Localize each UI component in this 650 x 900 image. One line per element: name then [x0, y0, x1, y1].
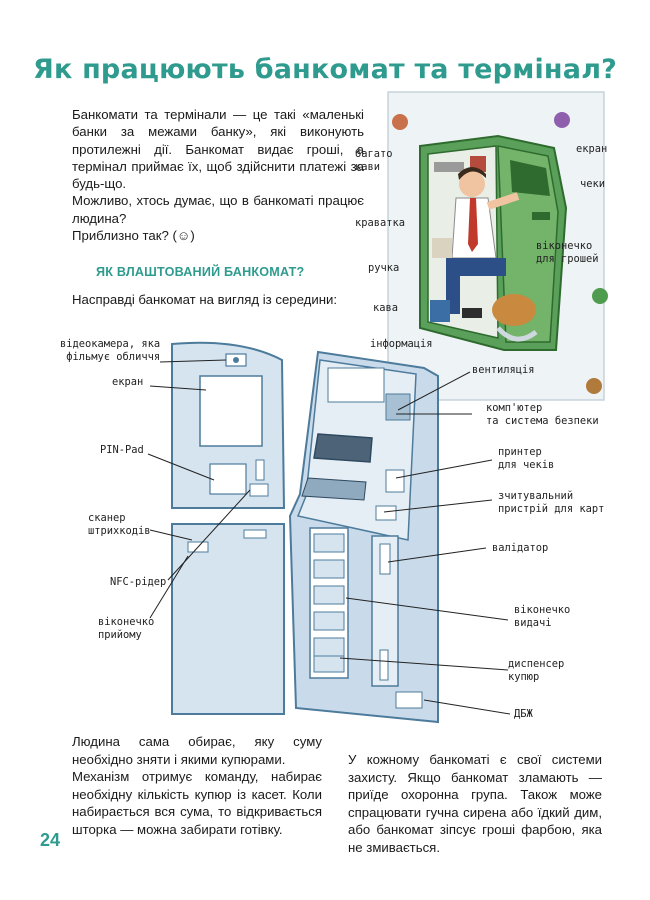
bottom-left-paragraph-2: Механізм отримує команду, набирає необхі… [72, 769, 322, 837]
intro-paragraph-1: Банкомати та термінали — це такі «малень… [72, 107, 364, 192]
label-ruchka: ручка [368, 262, 400, 274]
intro-text: Банкомати та термінали — це такі «малень… [72, 106, 364, 244]
bottom-right-paragraph: У кожному банкоматі є свої системи захис… [348, 752, 602, 855]
atm-man-illustration [387, 91, 608, 401]
pin-icon [592, 288, 608, 304]
label-informatsiia: інформація [370, 338, 433, 350]
pin-icon [554, 112, 570, 128]
label-photo-ekran: екран [576, 143, 608, 155]
label-ekran: екран [112, 376, 144, 388]
label-bagato-kavy: багато кави [355, 148, 393, 173]
label-videokamera: відеокамера, яка фільмує обличчя [60, 338, 161, 363]
label-vikonechko-vydachi: віконечко видачі [514, 604, 571, 629]
intro-paragraph-2: Можливо, хтось думає, що в банкоматі пра… [72, 193, 364, 226]
label-kravatka: краватка [355, 217, 406, 229]
label-zchytuvalnyi: зчитувальний пристрій для карт [498, 490, 605, 515]
atm-cutaway-illustration [147, 341, 511, 724]
label-kompiuter: комп'ютер та система безпеки [486, 402, 599, 427]
label-vikonechko-hroshei: віконечко для грошей [536, 240, 599, 265]
label-vikonechko-pryiomu: віконечко прийому [98, 616, 155, 641]
label-dyspenser: диспенсер купюр [508, 658, 565, 683]
label-skaner: сканер штрихкодів [88, 512, 151, 537]
bottom-right-text: У кожному банкоматі є свої системи захис… [348, 751, 602, 857]
label-validator: валідатор [492, 542, 549, 554]
intro-paragraph-3: Приблизно так? (☺) [72, 228, 195, 244]
inside-caption: Насправді банкомат на вигляд із середини… [72, 292, 338, 307]
section-heading: ЯК ВЛАШТОВАНИЙ БАНКОМАТ? [96, 265, 305, 279]
pin-icon [586, 378, 602, 394]
label-pinpad: PIN-Pad [100, 444, 144, 456]
label-kava: кава [373, 302, 399, 314]
bottom-left-paragraph-1: Людина сама обирає, яку суму необхідно з… [72, 734, 322, 767]
label-cheky: чеки [580, 178, 606, 190]
bottom-left-text: Людина сама обирає, яку суму необхідно з… [72, 733, 322, 839]
label-ventyliatsiia: вентиляція [472, 364, 535, 376]
page-title: Як працюють банкомат та термінал? [32, 54, 618, 85]
label-dbzh: ДБЖ [514, 708, 533, 720]
label-prynter: принтер для чеків [498, 446, 555, 471]
pin-icon [392, 114, 408, 130]
page-number: 24 [40, 830, 61, 850]
label-nfc: NFC-рідер [110, 576, 167, 588]
